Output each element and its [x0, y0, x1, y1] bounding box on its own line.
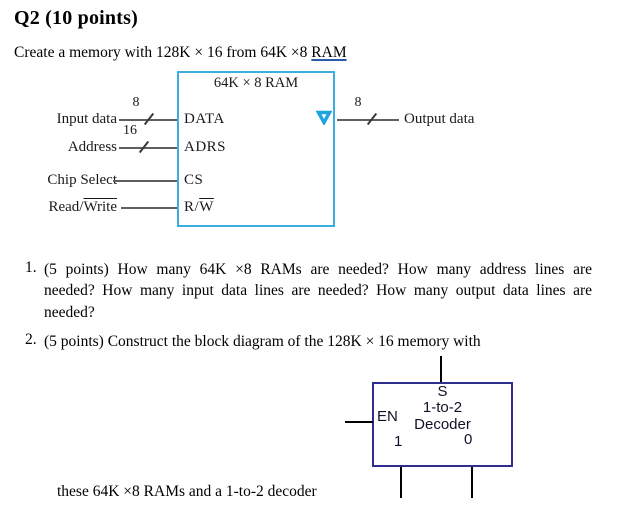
read-write-label: Read/Write [14, 199, 117, 216]
address-bus-width: 16 [123, 123, 137, 138]
decoder-name-line2: Decoder [414, 416, 471, 433]
ram-port-rw-overlined: W [199, 199, 214, 215]
decoder-block [372, 382, 513, 467]
intro-sentence: Create a memory with 128K × 16 from 64K … [14, 44, 347, 62]
ram-port-adrs: ADRS [184, 139, 227, 155]
read-write-prefix: Read/ [48, 199, 84, 215]
ram-port-cs: CS [184, 172, 204, 188]
question-1-line: needed? How many input data lines are ne… [44, 282, 592, 300]
address-label: Address [67, 139, 117, 155]
ram-port-data: DATA [184, 111, 225, 127]
ram-block [177, 71, 335, 227]
decoder-name-line1: 1-to-2 [422, 399, 463, 416]
question-1-line: needed? [44, 303, 95, 321]
question-2-number: 2. [25, 331, 37, 348]
chip-select-wire [113, 180, 177, 182]
decoder-select-wire [440, 356, 442, 383]
decoder-output-1-label: 1 [394, 433, 403, 450]
chip-select-label: Chip Select [47, 172, 117, 188]
decoder-output-0-label: 0 [464, 431, 473, 448]
question-1-number: 1. [25, 259, 37, 276]
output-data-wire [337, 119, 399, 121]
output-data-label: Output data [404, 111, 475, 127]
ram-block-title: 64K × 8 RAM [213, 75, 299, 91]
question-heading: Q2 (10 points) [14, 7, 138, 29]
input-data-bus-width: 8 [132, 95, 140, 110]
question-2-continuation: these 64K ×8 RAMs and a 1-to-2 decoder [57, 483, 317, 500]
decoder-output-1-wire [400, 467, 402, 498]
question-2-text: (5 points) Construct the block diagram o… [44, 331, 592, 352]
ram-port-rw-prefix: R/ [184, 199, 200, 215]
decoder-select-label: S [437, 383, 448, 400]
ram-underlined-text: RAM [311, 44, 347, 61]
question-1-line: (5 points) How many 64K ×8 RAMs are need… [44, 261, 592, 278]
decoder-enable-wire [345, 421, 373, 423]
output-bus-width: 8 [354, 95, 362, 110]
three-state-buffer-icon [316, 110, 332, 125]
read-write-wire [121, 207, 177, 209]
question-2-line: (5 points) Construct the block diagram o… [44, 333, 481, 350]
decoder-enable-label: EN [377, 408, 398, 425]
read-write-overlined: Write [83, 199, 117, 215]
intro-text: Create a memory with 128K × 16 from 64K … [14, 44, 312, 61]
decoder-output-0-wire [471, 467, 473, 498]
input-data-label: Input data [56, 111, 117, 127]
ram-port-read-write: R/W [184, 199, 214, 216]
question-1-text: (5 points) How many 64K ×8 RAMs are need… [44, 259, 592, 323]
address-wire [119, 147, 177, 149]
